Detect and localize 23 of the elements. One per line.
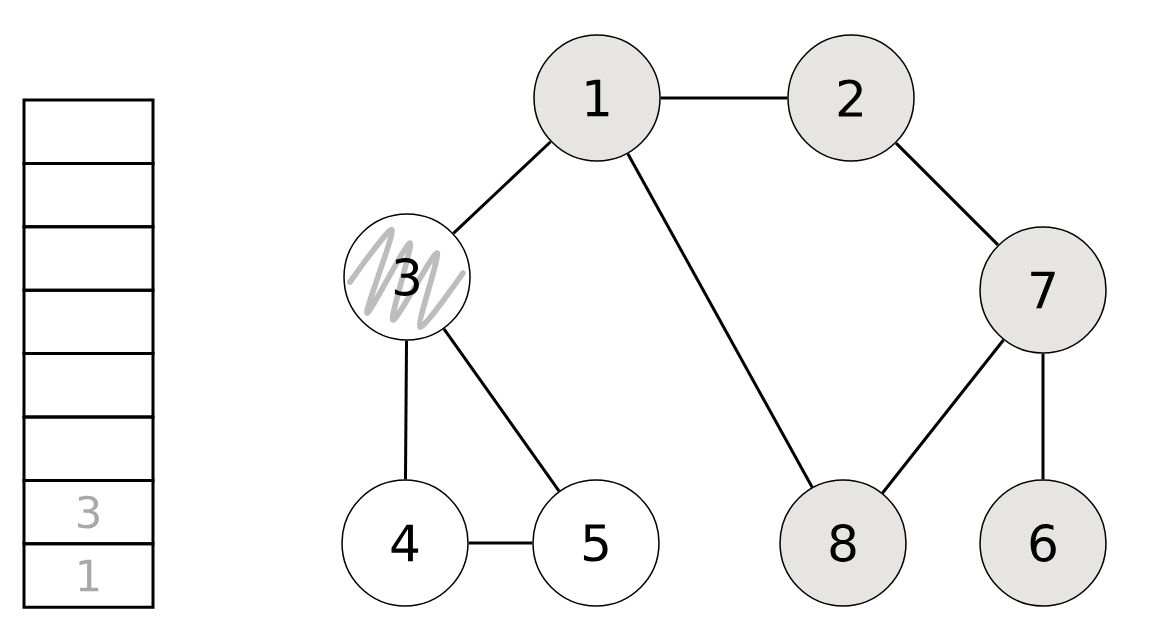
connector-line — [895, 142, 999, 246]
stack-cell: 3 — [22, 478, 155, 546]
stack-cell: 1 — [22, 542, 155, 609]
connector-line — [881, 339, 1005, 494]
connector-line — [626, 153, 814, 488]
connector-line — [660, 96, 788, 100]
connector-line — [442, 328, 561, 492]
connector-line — [1041, 353, 1045, 480]
graph-node: 3 — [343, 213, 471, 341]
connector-line — [468, 541, 533, 545]
connector-line — [404, 340, 408, 480]
graph-node: 2 — [787, 34, 915, 162]
stack-cell — [22, 225, 155, 292]
graph-node: 1 — [533, 34, 661, 162]
graph-node: 7 — [979, 226, 1107, 354]
stack-cell — [22, 98, 155, 165]
graph-node: 8 — [779, 479, 907, 607]
graph-node: 4 — [341, 479, 469, 607]
graph-node: 5 — [532, 479, 660, 607]
stack-cell — [22, 352, 155, 419]
graph-node: 6 — [979, 479, 1107, 607]
stack-cell — [22, 415, 155, 482]
connector-line — [452, 140, 552, 235]
